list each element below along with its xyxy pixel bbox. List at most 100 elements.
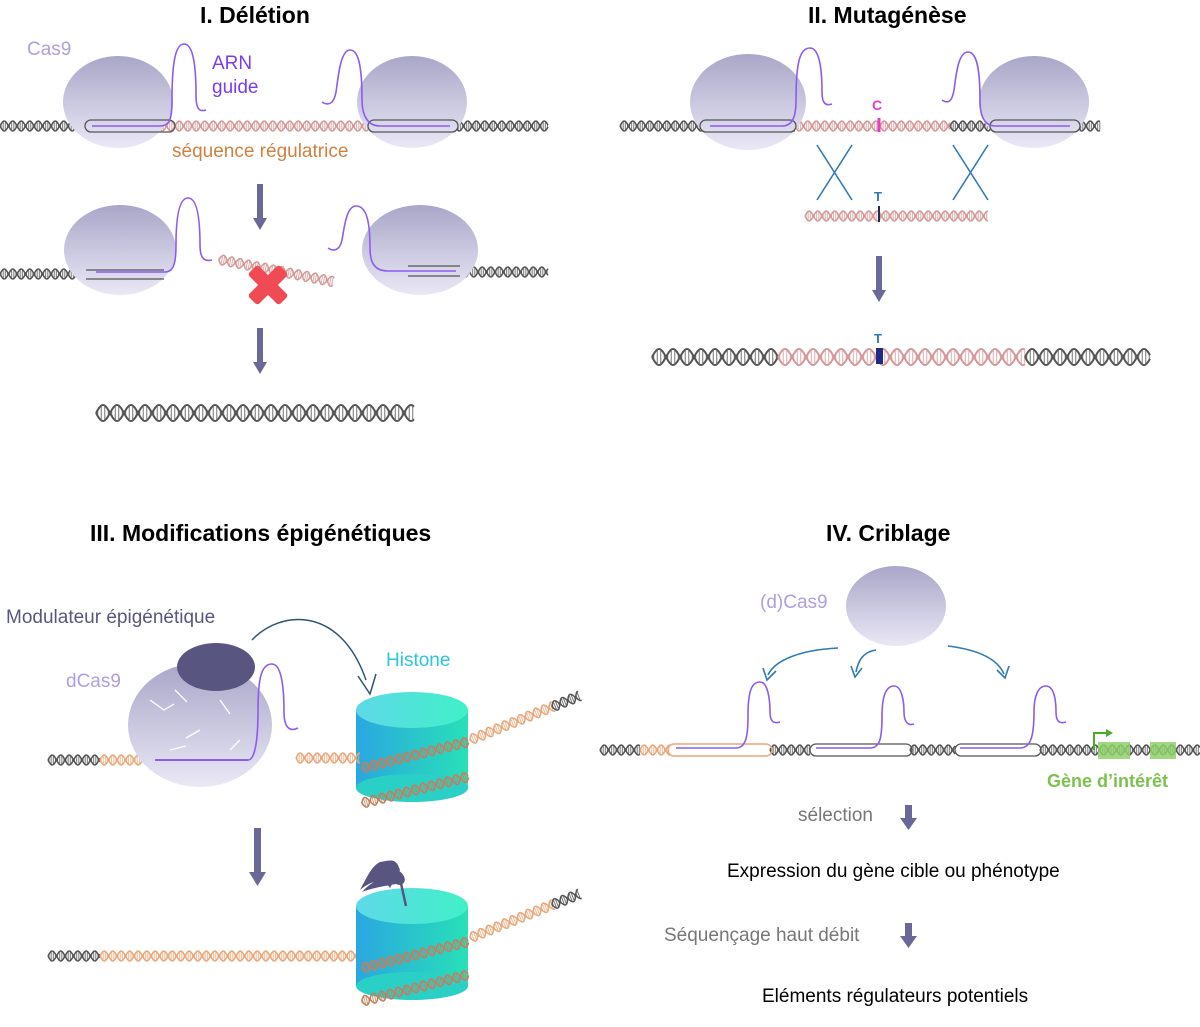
base-pair xyxy=(568,893,573,902)
base-pair xyxy=(414,983,418,992)
dna-right xyxy=(551,888,582,909)
dna-edited xyxy=(777,347,1026,367)
base-pair xyxy=(429,947,433,956)
base-pair xyxy=(471,734,475,743)
base-pair xyxy=(439,944,443,953)
distribution-arrow xyxy=(767,647,839,676)
dna-strand xyxy=(361,738,470,773)
base-pair xyxy=(528,909,533,918)
dna-strand xyxy=(99,950,361,962)
base-pair xyxy=(287,269,290,277)
base-pair xyxy=(494,923,499,932)
dna-strand xyxy=(551,690,579,711)
base-pair xyxy=(414,750,418,759)
base-pair xyxy=(502,722,507,730)
base-pair xyxy=(381,958,385,967)
base-pair xyxy=(471,932,475,941)
dna-strand xyxy=(639,744,671,756)
base-pair xyxy=(381,758,385,767)
panel-epigenetic xyxy=(47,618,582,1006)
dna-regulatory xyxy=(639,744,671,756)
dna-strand xyxy=(794,120,951,132)
dna-strand xyxy=(99,950,361,962)
base-pair xyxy=(406,985,410,994)
base-pair xyxy=(462,938,466,947)
distribution-arrow xyxy=(855,649,877,673)
dna-strand xyxy=(651,347,779,367)
base-pair xyxy=(439,779,443,788)
base-pair xyxy=(220,256,224,264)
base-pair xyxy=(534,907,538,916)
guide-rna xyxy=(710,47,833,127)
base-pair xyxy=(228,257,232,266)
base-pair xyxy=(398,987,402,996)
base-pair xyxy=(568,695,573,704)
cas9-protein xyxy=(362,205,478,295)
dna-strand xyxy=(95,403,415,423)
dna-strand xyxy=(469,704,556,744)
base-pair xyxy=(494,725,499,734)
base-pair xyxy=(421,982,424,991)
base-pair xyxy=(445,778,449,786)
base-pair xyxy=(437,745,441,753)
base-pair xyxy=(464,738,468,747)
base-pair xyxy=(312,273,315,282)
dna-strand xyxy=(804,210,989,222)
dna-strand xyxy=(599,744,641,756)
guide-rna xyxy=(941,51,1070,127)
base-pair xyxy=(412,984,416,993)
gene-exon xyxy=(1150,742,1176,759)
base-pair xyxy=(560,698,565,707)
cas9-protein xyxy=(64,205,176,295)
guide-rna xyxy=(96,197,213,273)
base-pair xyxy=(431,946,435,955)
base-pair xyxy=(412,751,416,760)
base-pair xyxy=(512,916,517,924)
base-pair xyxy=(404,953,408,962)
dna-wrapped xyxy=(360,969,470,1006)
dna-strand xyxy=(360,969,469,1004)
base-pair xyxy=(541,706,546,714)
base-pair xyxy=(371,761,375,770)
base-pair xyxy=(431,746,435,755)
base-pair xyxy=(496,724,501,733)
base-pair xyxy=(396,955,400,964)
base-pair xyxy=(462,773,466,782)
base-pair xyxy=(373,961,377,969)
dna-strand xyxy=(47,754,101,766)
guide-rna xyxy=(676,681,781,749)
dna-strand xyxy=(551,891,582,906)
base-pair xyxy=(576,890,581,899)
base-pair xyxy=(398,754,402,763)
base-pair xyxy=(447,742,451,751)
base-pair xyxy=(439,977,443,986)
base-pair xyxy=(247,261,251,270)
cas9-dna-bubble xyxy=(699,119,797,133)
dna-strand xyxy=(361,938,470,973)
base-pair xyxy=(414,950,418,959)
base-pair xyxy=(456,940,459,949)
dna-regulatory xyxy=(469,899,556,942)
base-before-label: C xyxy=(872,97,883,113)
base-pair xyxy=(396,755,400,764)
cas9-protein xyxy=(979,56,1089,148)
base-pair xyxy=(541,904,546,912)
base-pair xyxy=(363,963,367,972)
dna-left xyxy=(47,950,101,962)
base-pair xyxy=(534,709,538,718)
down-arrow xyxy=(872,256,886,302)
base-pair xyxy=(502,920,507,928)
cas9-dna-bubble xyxy=(367,119,459,133)
base-pair xyxy=(439,744,443,753)
base-pair xyxy=(528,711,533,720)
base-pair xyxy=(488,727,493,736)
dna-left xyxy=(651,347,779,367)
base-pair xyxy=(496,922,501,931)
delete-cross-icon xyxy=(248,265,288,305)
base-pair xyxy=(404,753,408,762)
base-pair xyxy=(520,715,525,723)
guide-target-bubble xyxy=(809,743,913,757)
base-pair xyxy=(289,269,292,278)
base-pair xyxy=(388,757,391,766)
